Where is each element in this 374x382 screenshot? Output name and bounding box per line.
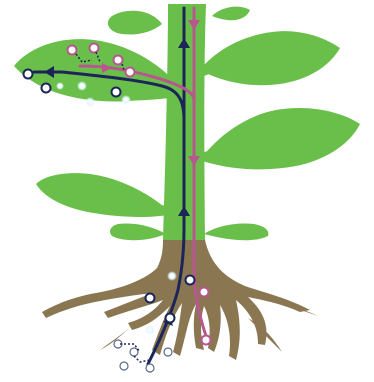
particle-root-glow <box>167 271 177 281</box>
particle-leaf-pink <box>68 46 77 55</box>
particle-root-dark <box>166 314 175 323</box>
particle-root-light <box>120 362 128 370</box>
particle-leaf-pink <box>114 56 123 65</box>
leaf-lower-left-small <box>110 223 166 240</box>
particle-leaf-dark <box>112 88 121 97</box>
particle-root-pink <box>200 288 209 297</box>
dotted-line <box>134 356 150 362</box>
upward-flow-main <box>34 72 184 364</box>
particle-leaf-glow <box>121 95 131 105</box>
particle-leaf-glow <box>85 97 95 107</box>
particle-leaf-dark <box>24 70 33 79</box>
root-branch-right <box>272 300 318 316</box>
particle-leaf-glow <box>56 82 64 90</box>
leaf-middle-right <box>200 108 360 169</box>
leaf-lower-right-small <box>204 223 268 240</box>
particle-leaf-pink <box>126 68 135 77</box>
particle-leaf-dark <box>42 84 51 93</box>
particle-root-light <box>164 348 172 356</box>
particle-root-light <box>130 348 138 356</box>
particle-root-dark <box>146 294 155 303</box>
particle-root-dark <box>186 276 195 285</box>
leaf-top-right <box>212 7 250 21</box>
leaf-upper-right <box>200 31 340 85</box>
root-system <box>42 240 318 360</box>
particle-leaf-pink <box>90 44 99 53</box>
particle-root-light <box>146 364 154 372</box>
particle-root-glow <box>145 325 155 335</box>
particle-root-pink <box>202 336 211 345</box>
particle-leaf-glow <box>77 81 87 91</box>
leaf-top-left <box>108 11 162 35</box>
